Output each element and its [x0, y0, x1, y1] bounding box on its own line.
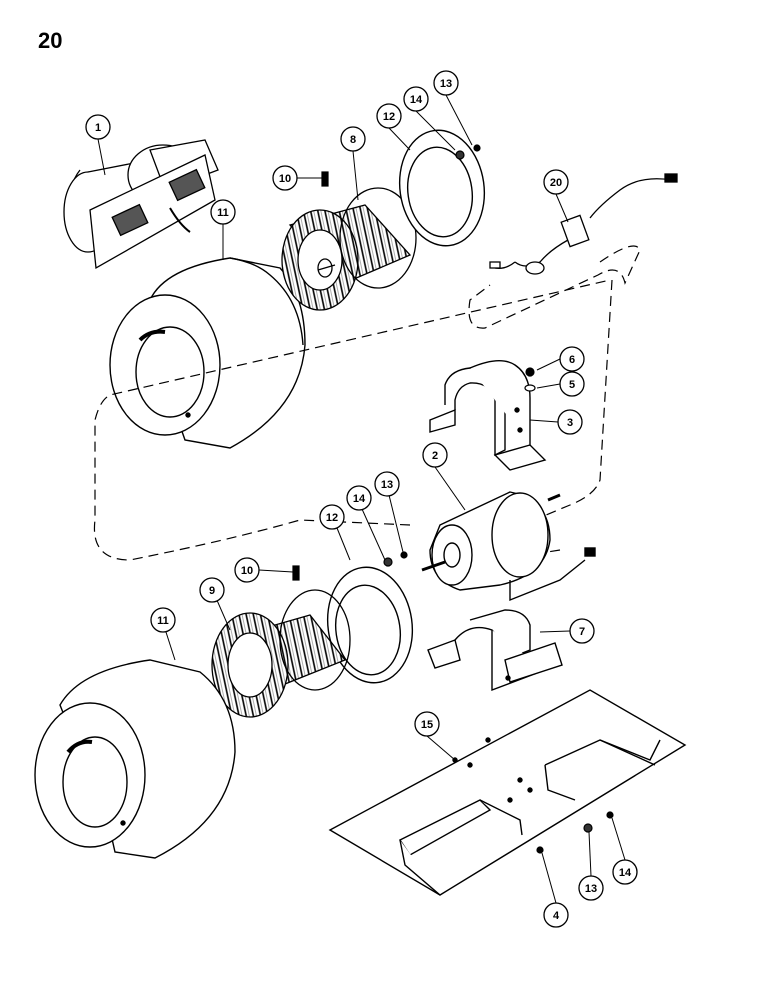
callout-10-lower[interactable]: 10	[234, 557, 260, 583]
callout-13-plate[interactable]: 13	[578, 875, 604, 901]
callout-label: 6	[569, 354, 575, 366]
callout-label: 10	[279, 173, 291, 185]
callout-10-upper[interactable]: 10	[272, 165, 298, 191]
callout-1[interactable]: 1	[85, 114, 111, 140]
callout-14-lower[interactable]: 14	[346, 485, 372, 511]
callout-label: 14	[410, 94, 423, 106]
inlet-ring-upper	[398, 129, 486, 247]
hardware-plate	[536, 811, 614, 854]
inlet-ring-lower	[326, 566, 414, 684]
callout-14-upper[interactable]: 14	[403, 86, 429, 112]
blower-wheel-upper	[281, 187, 417, 311]
dual-blower-assembly	[63, 139, 219, 270]
resistor-wire-assembly	[489, 173, 678, 275]
callout-label: 1	[95, 122, 101, 134]
hardware-lower	[292, 551, 408, 581]
callout-8[interactable]: 8	[340, 126, 366, 152]
callout-label: 11	[157, 615, 169, 627]
callout-label: 11	[217, 207, 229, 219]
callout-7[interactable]: 7	[569, 618, 595, 644]
callouts: 1 8 10 12 14 13 20 11 6 5 3 2 12 14 13 1…	[85, 70, 638, 928]
callout-2[interactable]: 2	[422, 442, 448, 468]
page-number: 20	[38, 28, 63, 53]
callout-label: 7	[579, 626, 585, 638]
leader-lines	[97, 94, 626, 904]
blower-housing-upper	[109, 257, 306, 449]
callout-label: 4	[553, 910, 560, 922]
callout-label: 8	[350, 134, 356, 146]
nut-washer	[524, 367, 536, 392]
callout-label: 10	[241, 565, 253, 577]
callout-label: 12	[383, 111, 395, 123]
callout-label: 20	[550, 177, 562, 189]
callout-label: 12	[326, 512, 338, 524]
callout-label: 14	[353, 493, 366, 505]
callout-13-lower[interactable]: 13	[374, 471, 400, 497]
callout-3[interactable]: 3	[557, 409, 583, 435]
callout-label: 15	[421, 719, 433, 731]
callout-11-lower[interactable]: 11	[150, 607, 176, 633]
blower-housing-lower	[34, 659, 236, 859]
callout-label: 9	[209, 585, 215, 597]
callout-12-upper[interactable]: 12	[376, 103, 402, 129]
mounting-plate	[328, 689, 687, 896]
callout-label: 5	[569, 379, 575, 391]
blower-wheel-lower	[211, 589, 351, 718]
callout-11-upper[interactable]: 11	[210, 199, 236, 225]
callout-4[interactable]: 4	[543, 902, 569, 928]
callout-15[interactable]: 15	[414, 711, 440, 737]
callout-label: 13	[381, 479, 393, 491]
blower-motor	[421, 491, 596, 602]
callout-label: 13	[440, 78, 452, 90]
callout-14-plate[interactable]: 14	[612, 859, 638, 885]
motor-cradle	[427, 609, 563, 692]
callout-20[interactable]: 20	[543, 169, 569, 195]
callout-6[interactable]: 6	[559, 346, 585, 372]
callout-label: 14	[619, 867, 632, 879]
callout-13-upper[interactable]: 13	[433, 70, 459, 96]
callout-label: 3	[567, 417, 573, 429]
hardware-upper	[321, 144, 481, 187]
callout-9[interactable]: 9	[199, 577, 225, 603]
callout-5[interactable]: 5	[559, 371, 585, 397]
callout-label: 13	[585, 883, 597, 895]
callout-label: 2	[432, 450, 438, 462]
callout-12-lower[interactable]: 12	[319, 504, 345, 530]
